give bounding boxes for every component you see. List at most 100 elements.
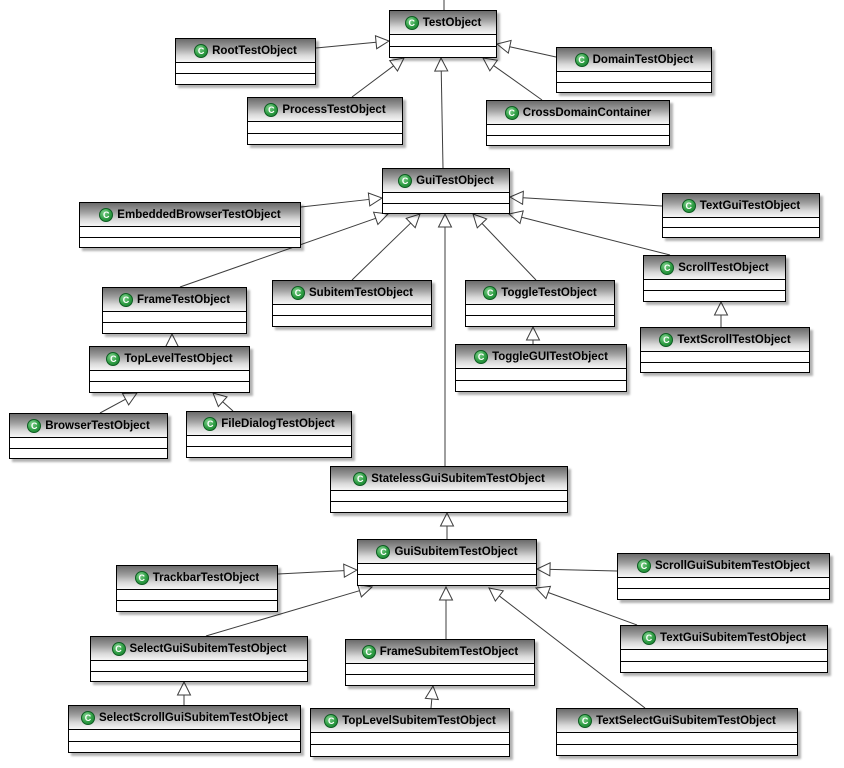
class-name-label: TopLevelTestObject xyxy=(124,352,233,365)
class-header: C BrowserTestObject xyxy=(10,414,167,438)
attributes-compartment xyxy=(466,305,614,315)
inheritance-edge-RootTestObject-to-TestObject xyxy=(315,35,391,50)
class-header: C TextScrollTestObject xyxy=(641,328,809,352)
class-header: C FrameTestObject xyxy=(103,288,246,312)
attributes-compartment xyxy=(311,733,509,744)
class-name-label: GuiSubitemTestObject xyxy=(394,545,518,558)
class-box-CrossDomainContainer[interactable]: C CrossDomainContainer xyxy=(486,100,670,146)
hollow-triangle-arrowhead xyxy=(495,39,512,55)
edge-line xyxy=(222,401,234,412)
class-box-ToggleTestObject[interactable]: C ToggleTestObject xyxy=(465,280,615,327)
hollow-triangle-arrowhead xyxy=(388,57,405,72)
class-name-label: TextGuiTestObject xyxy=(699,199,801,212)
edge-line xyxy=(521,216,671,256)
class-header: C TextGuiSubitemTestObject xyxy=(621,626,827,650)
methods-compartment xyxy=(644,290,785,301)
class-box-RootTestObject[interactable]: C RootTestObject xyxy=(175,38,316,85)
attributes-compartment xyxy=(80,227,300,237)
class-box-ProcessTestObject[interactable]: C ProcessTestObject xyxy=(247,97,403,145)
hollow-triangle-arrowhead xyxy=(534,585,552,600)
inheritance-edge-FrameSubitemTestObject-to-GuiSubitemTestObject xyxy=(438,585,454,639)
class-box-TextScrollTestObject[interactable]: C TextScrollTestObject xyxy=(640,327,810,373)
class-header: C TextSelectGuiSubitemTestObject xyxy=(557,709,797,733)
class-name-label: TestObject xyxy=(422,16,482,29)
edge-line xyxy=(351,222,412,281)
class-icon: C xyxy=(636,558,651,573)
class-box-SelectScrollGuiSubitemTestObject[interactable]: C SelectScrollGuiSubitemTestObject xyxy=(68,705,301,753)
class-box-FrameTestObject[interactable]: C FrameTestObject xyxy=(102,287,247,334)
attributes-compartment xyxy=(91,661,307,671)
class-header: C SubitemTestObject xyxy=(273,281,431,305)
class-name-label: TrackbarTestObject xyxy=(152,571,260,584)
class-box-TrackbarTestObject[interactable]: C TrackbarTestObject xyxy=(116,565,278,612)
class-header: C ScrollTestObject xyxy=(644,256,785,280)
class-name-label: CrossDomainContainer xyxy=(522,106,652,119)
edge-line xyxy=(493,65,543,101)
methods-compartment xyxy=(10,447,167,458)
class-box-TestObject[interactable]: C TestObject xyxy=(389,10,497,58)
methods-compartment xyxy=(90,381,249,392)
class-box-ToggleGUITestObject[interactable]: C ToggleGUITestObject xyxy=(455,344,627,392)
hollow-triangle-arrowhead xyxy=(424,684,440,701)
class-header: C GuiSubitemTestObject xyxy=(358,540,536,564)
inheritance-edge-ToggleGUITestObject-to-ToggleTestObject xyxy=(525,325,541,344)
edge-line xyxy=(277,570,345,575)
class-box-TopLevelTestObject[interactable]: C TopLevelTestObject xyxy=(89,346,250,393)
class-header: C GuiTestObject xyxy=(383,169,509,193)
class-name-label: BrowserTestObject xyxy=(45,419,150,432)
class-box-GuiTestObject[interactable]: C GuiTestObject xyxy=(382,168,510,214)
hollow-triangle-arrowhead xyxy=(438,585,454,601)
class-box-TextGuiSubitemTestObject[interactable]: C TextGuiSubitemTestObject xyxy=(620,625,828,673)
class-box-TextSelectGuiSubitemTestObject[interactable]: C TextSelectGuiSubitemTestObject xyxy=(556,708,798,756)
class-icon: C xyxy=(264,102,279,117)
class-icon: C xyxy=(118,292,133,307)
class-name-label: RootTestObject xyxy=(212,44,297,57)
methods-compartment xyxy=(80,236,300,247)
methods-compartment xyxy=(621,660,827,672)
class-box-TextGuiTestObject[interactable]: C TextGuiTestObject xyxy=(662,193,820,238)
methods-compartment xyxy=(557,743,797,755)
class-name-label: SubitemTestObject xyxy=(309,286,413,299)
class-name-label: FrameTestObject xyxy=(136,293,231,306)
class-box-TopLevelSubitemTestObject[interactable]: C TopLevelSubitemTestObject xyxy=(310,708,510,757)
methods-compartment xyxy=(176,73,315,84)
class-icon: C xyxy=(398,173,413,188)
class-header: C DomainTestObject xyxy=(557,48,711,72)
edge-line xyxy=(300,198,370,208)
attributes-compartment xyxy=(557,733,797,744)
class-box-GuiSubitemTestObject[interactable]: C GuiSubitemTestObject xyxy=(357,539,537,586)
methods-compartment xyxy=(331,501,567,512)
class-box-ScrollTestObject[interactable]: C ScrollTestObject xyxy=(643,255,786,302)
class-box-StatelessGuiSubitemTestObject[interactable]: C StatelessGuiSubitemTestObject xyxy=(330,466,568,513)
class-box-SubitemTestObject[interactable]: C SubitemTestObject xyxy=(272,280,432,327)
hollow-triangle-arrowhead xyxy=(508,190,524,206)
methods-compartment xyxy=(91,670,307,681)
class-box-DomainTestObject[interactable]: C DomainTestObject xyxy=(556,47,712,93)
class-name-label: FrameSubitemTestObject xyxy=(379,645,519,658)
inheritance-edge-SelectScrollGuiSubitemTestObject-to-SelectGuiSubitemTestObject xyxy=(176,680,192,705)
class-name-label: StatelessGuiSubitemTestObject xyxy=(371,472,545,485)
attributes-compartment xyxy=(117,590,277,600)
methods-compartment xyxy=(456,379,626,391)
hollow-triangle-arrowhead xyxy=(367,192,384,207)
edge-line xyxy=(522,197,663,207)
class-box-ScrollGuiSubitemTestObject[interactable]: C ScrollGuiSubitemTestObject xyxy=(617,553,830,600)
methods-compartment xyxy=(69,740,300,752)
hollow-triangle-arrowhead xyxy=(535,562,551,577)
inheritance-edge-ToggleTestObject-to-GuiTestObject xyxy=(472,213,537,281)
attributes-compartment xyxy=(90,371,249,381)
class-name-label: ScrollTestObject xyxy=(678,261,769,274)
class-box-EmbeddedBrowserTestObject[interactable]: C EmbeddedBrowserTestObject xyxy=(79,202,301,248)
class-name-label: FileDialogTestObject xyxy=(221,417,335,430)
class-icon: C xyxy=(681,198,696,213)
inheritance-edge-GuiSubitemTestObject-to-StatelessGuiSubitemTestObject xyxy=(439,511,455,539)
class-header: C EmbeddedBrowserTestObject xyxy=(80,203,300,227)
class-box-BrowserTestObject[interactable]: C BrowserTestObject xyxy=(9,413,168,459)
attributes-compartment xyxy=(10,438,167,448)
class-box-FileDialogTestObject[interactable]: C FileDialogTestObject xyxy=(186,411,352,458)
class-icon: C xyxy=(361,644,376,659)
inheritance-edge-ScrollGuiSubitemTestObject-to-GuiSubitemTestObject xyxy=(535,562,618,577)
hollow-triangle-arrowhead xyxy=(374,35,391,50)
class-box-FrameSubitemTestObject[interactable]: C FrameSubitemTestObject xyxy=(345,639,535,686)
class-box-SelectGuiSubitemTestObject[interactable]: C SelectGuiSubitemTestObject xyxy=(90,636,308,682)
